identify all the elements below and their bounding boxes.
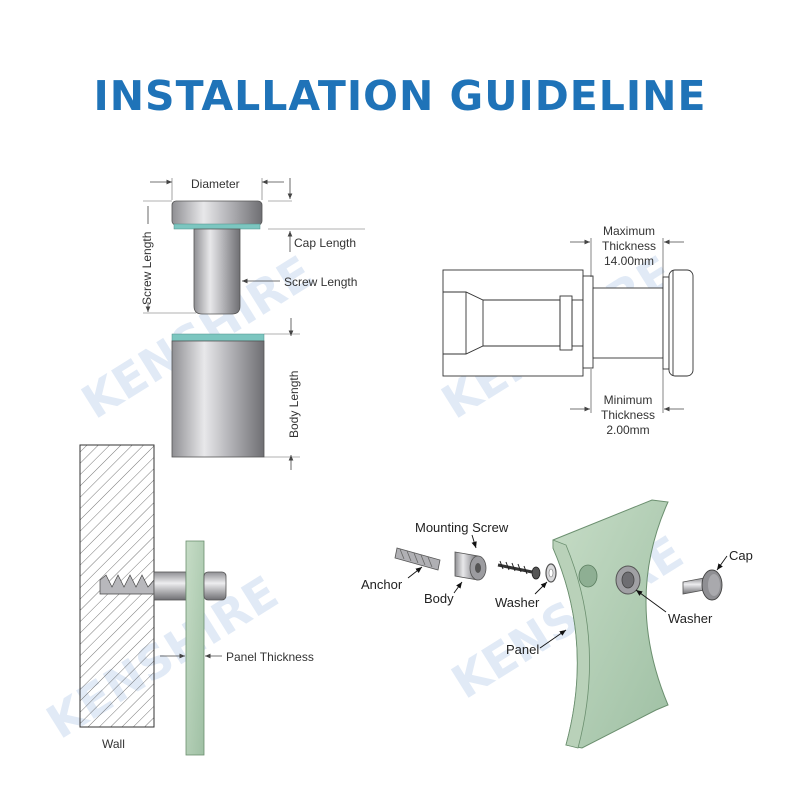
- min-thickness-value: 2.00mm: [606, 423, 650, 437]
- body-label: Body: [424, 591, 454, 606]
- thickness-side-view: [442, 238, 694, 413]
- screw-length-arrow-label: Screw Length: [284, 275, 358, 289]
- exploded-cap: [682, 569, 723, 601]
- wall-glass-panel: [185, 540, 205, 756]
- wall-standoff-body: [153, 571, 187, 601]
- page-title: INSTALLATION GUIDELINE: [93, 72, 707, 120]
- panel-hole-left: [578, 564, 598, 588]
- wall-label: Wall: [102, 737, 125, 751]
- anchor-label: Anchor: [361, 577, 403, 592]
- screw-length-side-label: Screw Length: [140, 231, 154, 305]
- exploded-screw: [497, 560, 541, 580]
- exploded-view: [394, 499, 728, 749]
- min-thickness-label: Minimum Thickness 2.00mm: [588, 393, 668, 438]
- cap-screw-body-dimension-drawing: [143, 178, 365, 470]
- body-length-label: Body Length: [287, 370, 301, 438]
- diameter-label: Diameter: [191, 177, 240, 191]
- cap-label: Cap: [729, 548, 753, 563]
- cap-length-label: Cap Length: [294, 236, 357, 250]
- washer-right-label: Washer: [668, 611, 713, 626]
- max-thickness-value: 14.00mm: [603, 254, 655, 268]
- panel-label: Panel: [506, 642, 540, 657]
- wall-cap: [203, 571, 227, 601]
- screw-stud: [193, 228, 241, 315]
- exploded-anchor: [394, 547, 441, 571]
- max-thickness-title: Maximum: [602, 224, 655, 238]
- wall-installation-view: [79, 444, 227, 756]
- panel-thickness-label: Panel Thickness: [226, 650, 314, 664]
- max-thickness-word: Thickness: [601, 239, 657, 253]
- cap-washer-stripe: [173, 223, 261, 230]
- cap-top: [171, 200, 263, 226]
- max-thickness-label: Maximum Thickness 14.00mm: [590, 224, 668, 269]
- min-thickness-word: Thickness: [600, 408, 656, 422]
- body-washer-stripe: [171, 333, 265, 342]
- exploded-body: [454, 551, 487, 581]
- min-thickness-title: Minimum: [603, 393, 653, 407]
- body-cylinder: [171, 340, 265, 458]
- mounting-screw-label: Mounting Screw: [415, 520, 509, 535]
- washer-left-label: Washer: [495, 595, 540, 610]
